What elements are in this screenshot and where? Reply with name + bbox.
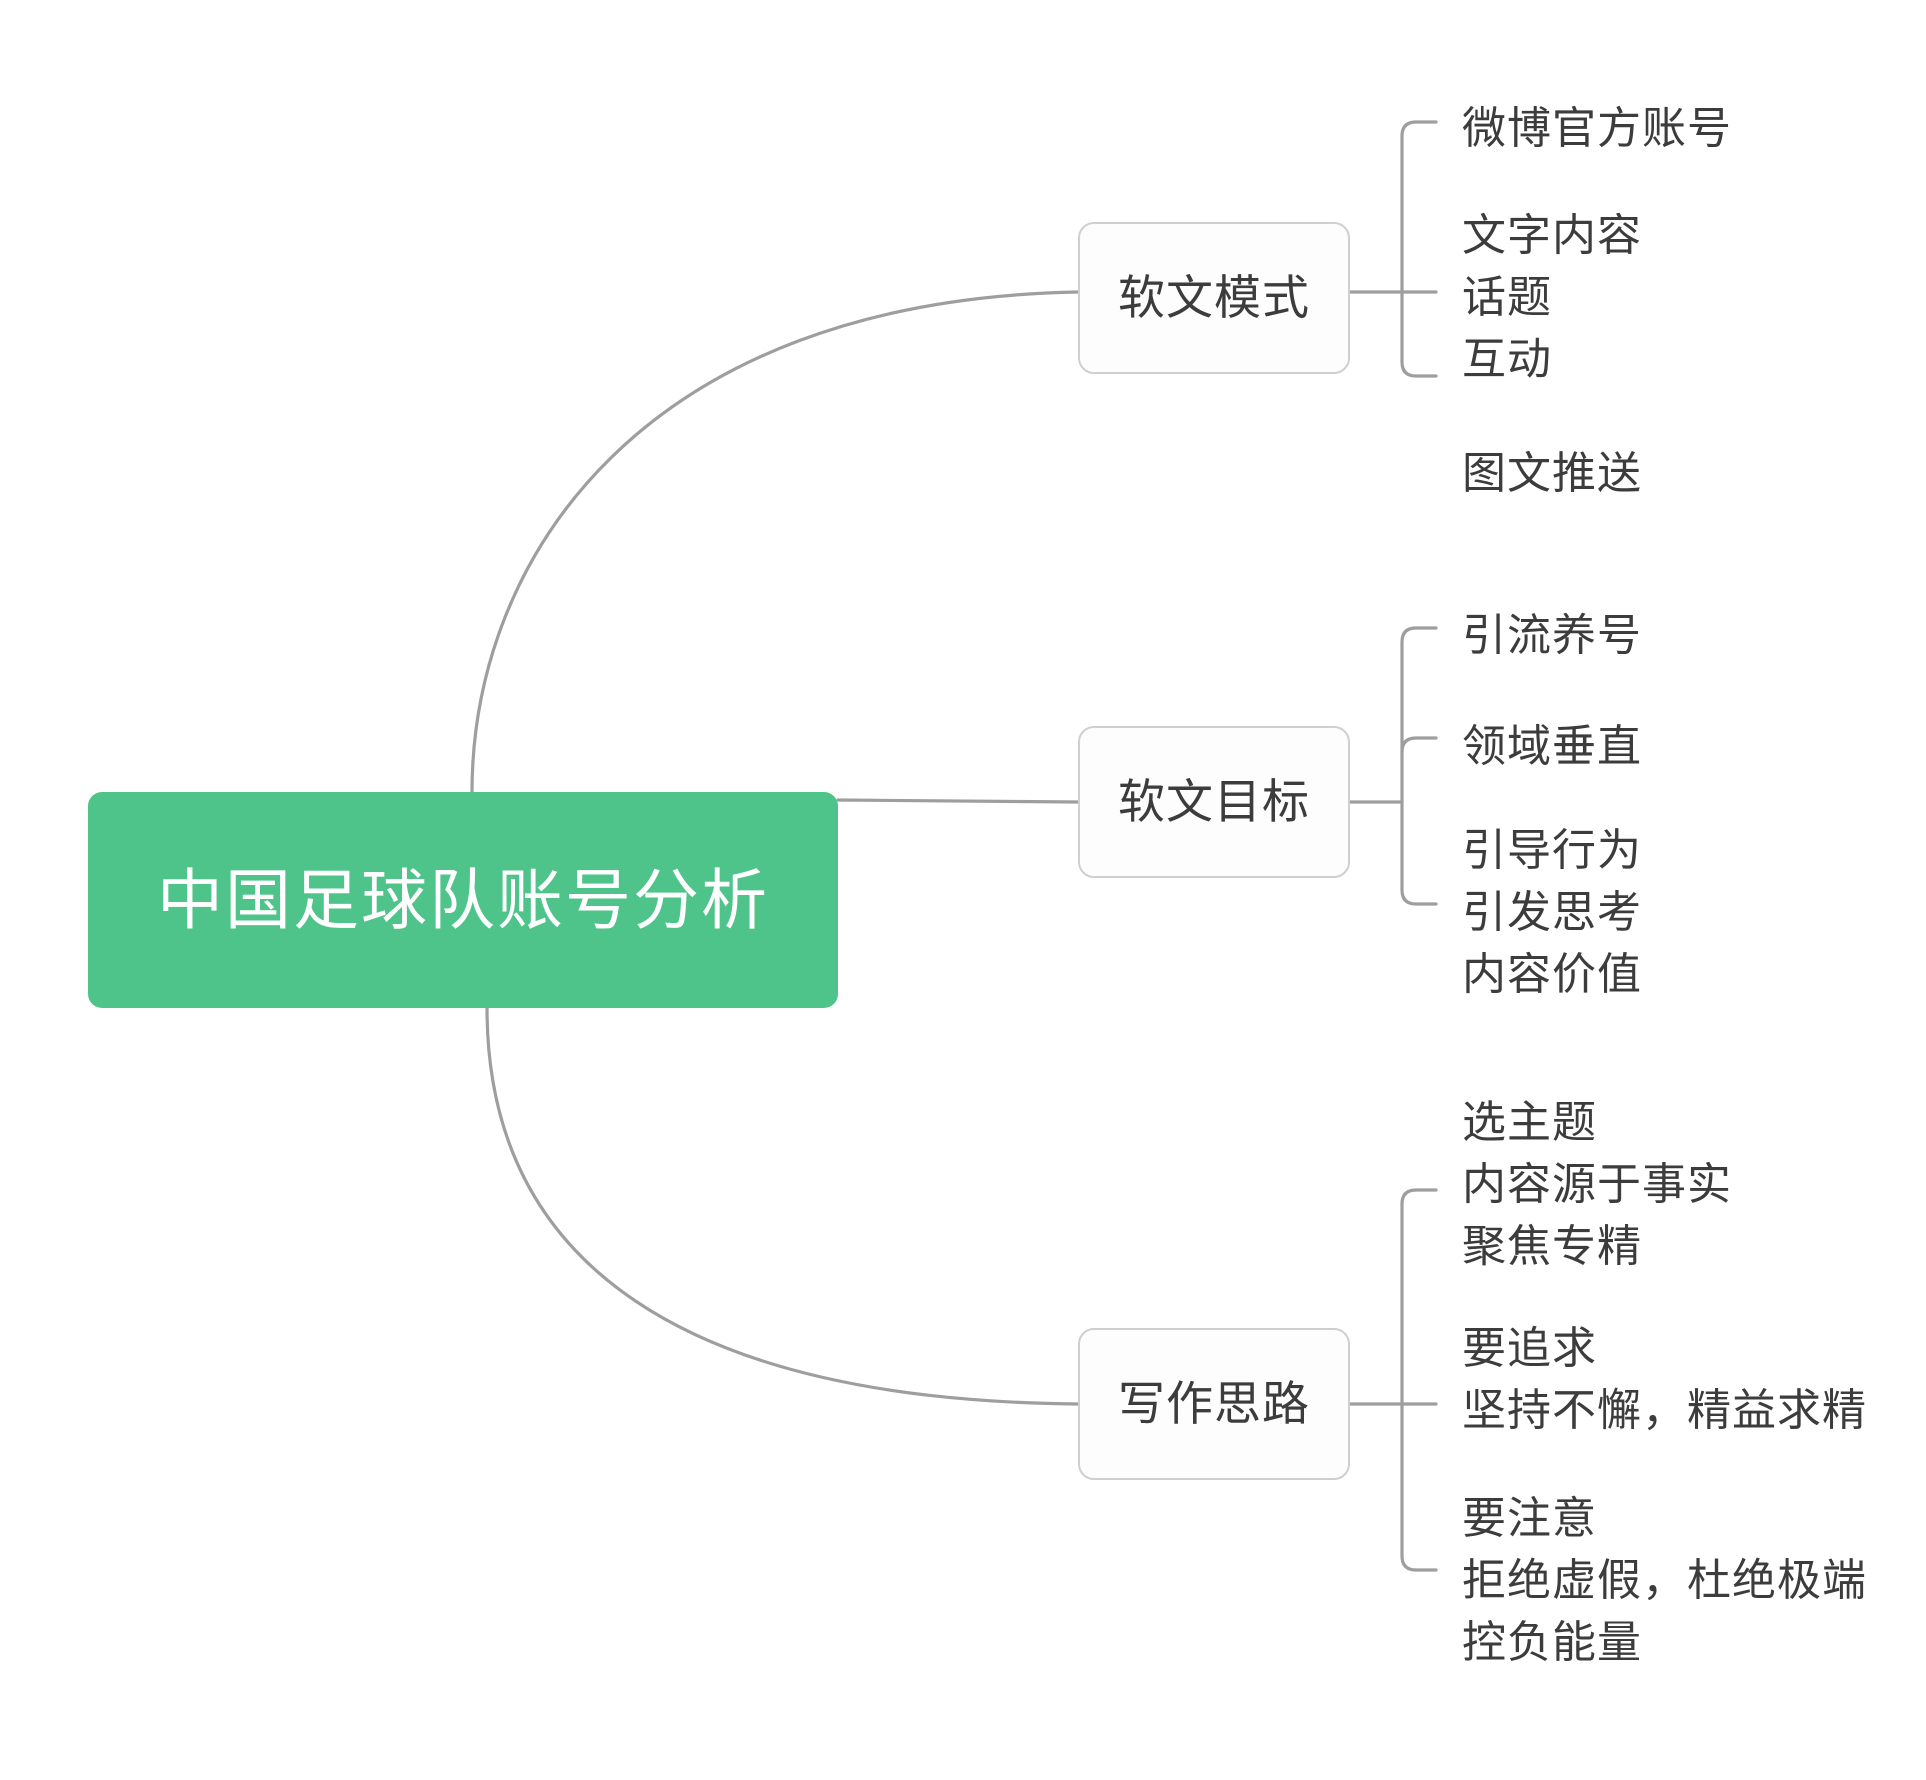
leaf-item[interactable]: 图文推送 — [1462, 443, 1642, 505]
branch-node-xiezuo-silu[interactable]: 写作思路 — [1078, 1328, 1350, 1480]
branch-node-ruanwen-mubiao[interactable]: 软文目标 — [1078, 726, 1350, 878]
branch-node-ruanwen-moshi[interactable]: 软文模式 — [1078, 222, 1350, 374]
leaf-line: 内容源于事实 — [1462, 1160, 1732, 1209]
leaf-line: 引发思考 — [1462, 888, 1642, 937]
connector-root-to-branch-2 — [485, 1006, 1080, 1406]
connector-root-to-branch-0 — [470, 290, 1080, 794]
leaf-item[interactable]: 微博官方账号 — [1462, 98, 1732, 160]
leaf-line: 图文推送 — [1462, 449, 1642, 498]
branch-node-label: 软文模式 — [1118, 271, 1310, 325]
leaf-line: 引流养号 — [1462, 611, 1642, 660]
leaf-line: 要追求 — [1462, 1324, 1597, 1373]
branch-node-label: 软文目标 — [1118, 775, 1310, 829]
leaf-line: 互动 — [1462, 335, 1552, 384]
leaf-line: 拒绝虚假，杜绝极端 — [1462, 1556, 1867, 1605]
leaf-item[interactable]: 要追求坚持不懈，精益求精 — [1462, 1318, 1867, 1442]
leaf-line: 坚持不懈，精益求精 — [1462, 1386, 1867, 1435]
leaf-line: 话题 — [1462, 273, 1552, 322]
leaf-line: 领域垂直 — [1462, 722, 1642, 771]
connector-root-to-branch-1 — [836, 798, 1080, 804]
root-node[interactable]: 中国足球队账号分析 — [88, 792, 838, 1008]
leaf-line: 控负能量 — [1462, 1618, 1642, 1667]
connector-branch-2-spine — [1400, 1188, 1438, 1572]
leaf-item[interactable]: 选主题内容源于事实聚焦专精 — [1462, 1092, 1732, 1278]
connector-branch-1-leaf-1-tick — [1400, 736, 1438, 754]
leaf-item[interactable]: 文字内容话题互动 — [1462, 205, 1642, 391]
leaf-line: 微博官方账号 — [1462, 104, 1732, 153]
leaf-item[interactable]: 引导行为引发思考内容价值 — [1462, 820, 1642, 1006]
connector-branch-0-spine — [1400, 120, 1438, 378]
connector-branch-1-spine — [1400, 626, 1438, 906]
branch-node-label: 写作思路 — [1118, 1377, 1310, 1431]
leaf-line: 文字内容 — [1462, 211, 1642, 260]
leaf-line: 内容价值 — [1462, 950, 1642, 999]
leaf-line: 选主题 — [1462, 1098, 1597, 1147]
leaf-line: 聚焦专精 — [1462, 1222, 1642, 1271]
leaf-line: 要注意 — [1462, 1494, 1597, 1543]
leaf-line: 引导行为 — [1462, 826, 1642, 875]
leaf-item[interactable]: 引流养号 — [1462, 605, 1642, 667]
leaf-item[interactable]: 要注意拒绝虚假，杜绝极端控负能量 — [1462, 1488, 1867, 1674]
leaf-item[interactable]: 领域垂直 — [1462, 716, 1642, 778]
root-node-label: 中国足球队账号分析 — [157, 862, 769, 937]
